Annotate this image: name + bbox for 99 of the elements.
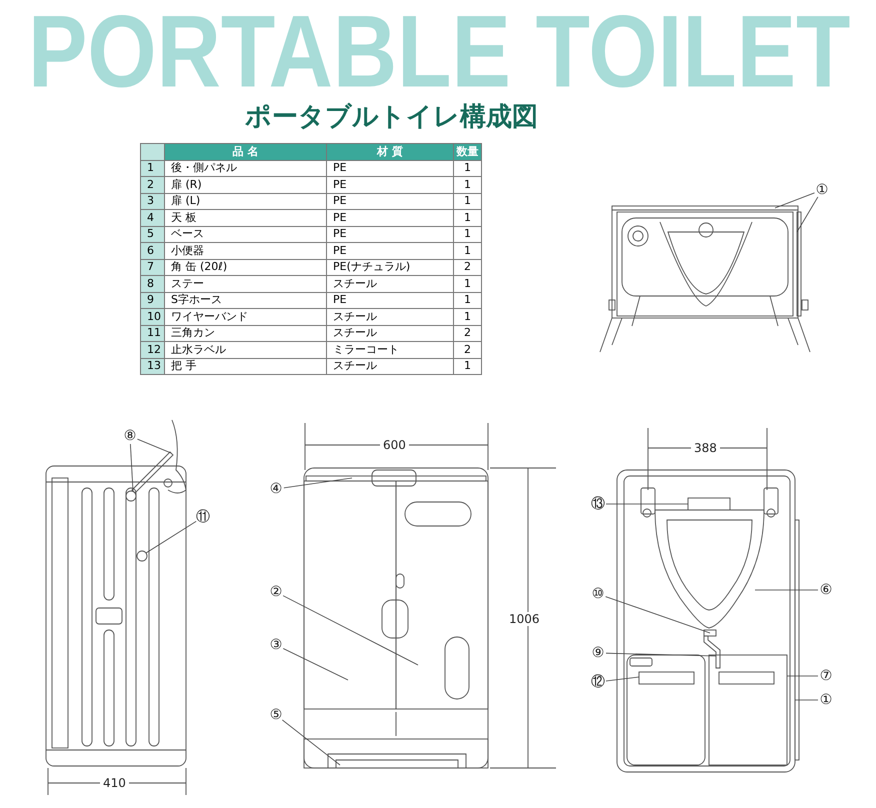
left-door-part bbox=[304, 480, 396, 710]
row-number-cell: 13 bbox=[140, 358, 164, 374]
table-cell: PE bbox=[326, 176, 454, 193]
table-cell: PE(ナチュラル) bbox=[326, 259, 454, 276]
table-cell: 1 bbox=[454, 160, 482, 176]
table-cell: 1 bbox=[454, 176, 482, 193]
table-cell: 把 手 bbox=[164, 358, 326, 374]
ring-part bbox=[136, 550, 148, 562]
label-part bbox=[638, 672, 694, 684]
callout-number: ③ bbox=[267, 637, 285, 653]
row-number-cell: 8 bbox=[140, 276, 164, 292]
urinal-part bbox=[654, 510, 764, 628]
table-cell: ステー bbox=[164, 276, 326, 292]
table-cell: 2 bbox=[454, 342, 482, 358]
leader-line bbox=[130, 444, 134, 492]
base-part bbox=[304, 738, 488, 768]
row-number-cell: 6 bbox=[140, 242, 164, 259]
table-cell: 2 bbox=[454, 325, 482, 342]
table-cell: 後・側パネル bbox=[164, 160, 326, 176]
table-cell: 止水ラベル bbox=[164, 342, 326, 358]
side-panel-part bbox=[796, 212, 802, 316]
table-cell: S字ホース bbox=[164, 292, 326, 308]
table-cell: 小便器 bbox=[164, 242, 326, 259]
callout-number: ① bbox=[817, 692, 835, 708]
leader-line bbox=[137, 438, 172, 454]
table-cell: ワイヤーバンド bbox=[164, 308, 326, 325]
callout-number: ② bbox=[267, 584, 285, 600]
tank-part bbox=[708, 654, 788, 766]
callout-number: ⑩ bbox=[589, 586, 607, 602]
row-number-cell: 11 bbox=[140, 325, 164, 342]
leader-line bbox=[282, 648, 348, 680]
table-cell: ミラーコート bbox=[326, 342, 454, 358]
right-door-part bbox=[396, 480, 488, 710]
row-number-cell: 5 bbox=[140, 226, 164, 242]
leader-line bbox=[606, 676, 640, 682]
row-number-cell: 12 bbox=[140, 342, 164, 358]
callout-number: ⑦ bbox=[817, 668, 835, 684]
dimension-label: 600 bbox=[380, 438, 409, 452]
dimension-label: 388 bbox=[691, 441, 720, 455]
leader-line bbox=[146, 520, 197, 554]
leader-line bbox=[284, 478, 352, 488]
table-cell: 扉 (L) bbox=[164, 193, 326, 210]
header-cell: 数量 bbox=[454, 144, 482, 160]
row-number-cell: 1 bbox=[140, 160, 164, 176]
leader-line bbox=[605, 596, 710, 634]
callout-number: ① bbox=[813, 182, 831, 198]
hose-part bbox=[704, 636, 720, 668]
table-cell: 2 bbox=[454, 259, 482, 276]
leader-line bbox=[606, 652, 716, 656]
table-cell: 1 bbox=[454, 193, 482, 210]
callout-number: ⑪ bbox=[194, 509, 212, 525]
row-number-cell: 7 bbox=[140, 259, 164, 276]
table-cell: 1 bbox=[454, 210, 482, 226]
table-cell: 1 bbox=[454, 292, 482, 308]
table-cell: スチール bbox=[326, 308, 454, 325]
callout-number: ⑥ bbox=[817, 582, 835, 598]
table-cell: PE bbox=[326, 193, 454, 210]
stay-part bbox=[131, 451, 174, 494]
header-cell: 材 質 bbox=[326, 144, 454, 160]
callout-number: ⑤ bbox=[267, 707, 285, 723]
callout-number: ⑧ bbox=[121, 428, 139, 444]
side-panel-part bbox=[794, 520, 800, 760]
table-cell: 1 bbox=[454, 276, 482, 292]
table-cell: 扉 (R) bbox=[164, 176, 326, 193]
wire-band-part bbox=[704, 630, 716, 636]
callout-number: ④ bbox=[267, 481, 285, 497]
table-cell: スチール bbox=[326, 358, 454, 374]
callout-number: ⑨ bbox=[589, 645, 607, 661]
table-cell: PE bbox=[326, 226, 454, 242]
background-heading: PORTABLE TOILET bbox=[28, 6, 850, 96]
top-plate-part bbox=[306, 476, 486, 482]
handle-part bbox=[688, 498, 730, 510]
row-number-cell: 4 bbox=[140, 210, 164, 226]
header-cell: 品 名 bbox=[164, 144, 326, 160]
table-cell: 天 板 bbox=[164, 210, 326, 226]
leader-line bbox=[282, 720, 340, 766]
row-number-cell: 10 bbox=[140, 308, 164, 325]
table-cell: スチール bbox=[326, 276, 454, 292]
table-cell: PE bbox=[326, 242, 454, 259]
table-cell: 三角カン bbox=[164, 325, 326, 342]
table-cell: PE bbox=[326, 292, 454, 308]
leader-line bbox=[282, 595, 418, 666]
table-cell: 角 缶 (20ℓ) bbox=[164, 259, 326, 276]
row-number-cell: 2 bbox=[140, 176, 164, 193]
dimension-label: 410 bbox=[100, 776, 129, 790]
table-cell: 1 bbox=[454, 226, 482, 242]
callout-number: ⑬ bbox=[589, 496, 607, 512]
rear-panel-part bbox=[612, 206, 798, 210]
table-cell: 1 bbox=[454, 358, 482, 374]
title: ポータブルトイレ構成図 bbox=[245, 101, 538, 133]
table-cell: 1 bbox=[454, 242, 482, 259]
table-cell: 1 bbox=[454, 308, 482, 325]
row-number-cell: 3 bbox=[140, 193, 164, 210]
callout-number: ⑫ bbox=[589, 674, 607, 690]
table-cell: スチール bbox=[326, 325, 454, 342]
table-cell: PE bbox=[326, 160, 454, 176]
table-cell: ベース bbox=[164, 226, 326, 242]
table-cell: PE bbox=[326, 210, 454, 226]
row-number-cell: 9 bbox=[140, 292, 164, 308]
